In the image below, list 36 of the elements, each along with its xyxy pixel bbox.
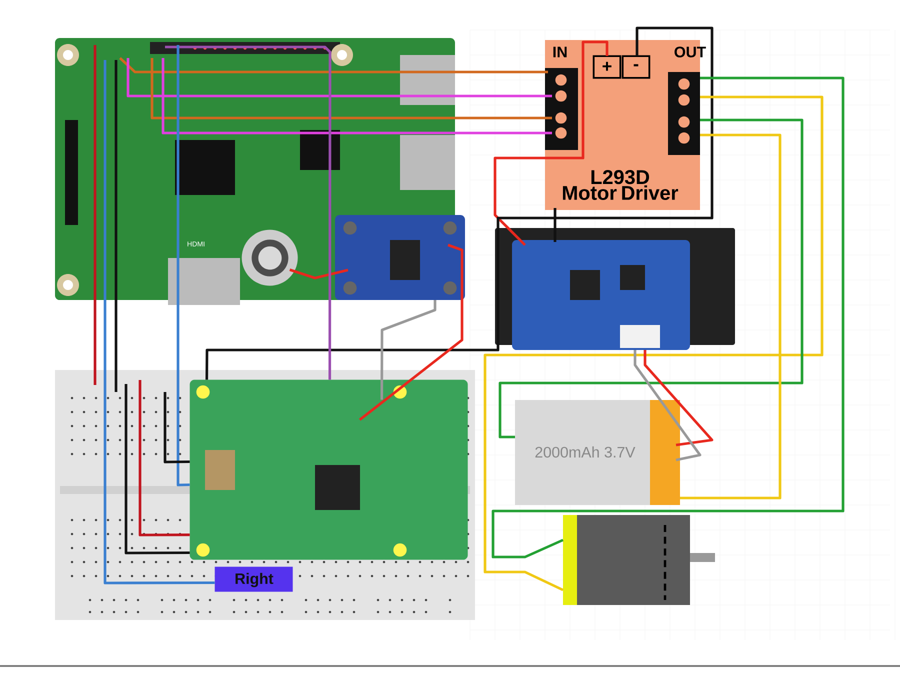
pin-label: OUT — [674, 46, 706, 58]
wire — [634, 350, 702, 462]
module-label: L293D Motor Driver — [562, 170, 678, 200]
wire — [358, 244, 464, 421]
button-label: Right — [236, 572, 274, 588]
wire — [380, 300, 436, 400]
wire — [554, 208, 556, 242]
circuit-board-drawing — [190, 380, 468, 560]
wire — [289, 268, 348, 280]
wire — [492, 76, 844, 558]
speaker-drawing — [242, 230, 298, 286]
pin-label: IN — [553, 46, 567, 58]
wire — [104, 60, 215, 584]
wire — [124, 384, 190, 554]
wire — [176, 45, 190, 486]
wire — [114, 60, 118, 392]
wire — [119, 57, 548, 74]
wire — [150, 58, 552, 120]
motor-drawing — [563, 515, 715, 605]
amplifier-board-drawing — [335, 215, 465, 300]
wire — [164, 392, 190, 464]
wire — [680, 134, 782, 500]
wire — [205, 26, 714, 380]
wire — [484, 96, 824, 592]
terminal-label: - — [622, 55, 650, 79]
terminal-label: + — [592, 55, 622, 79]
wire — [498, 118, 804, 438]
wire — [138, 380, 190, 536]
wire — [494, 40, 608, 246]
wire — [162, 58, 552, 134]
wire — [126, 58, 552, 98]
wire — [644, 350, 714, 446]
wire — [94, 45, 96, 385]
battery-label: 2000mAh 3.7V — [535, 446, 636, 458]
wire — [165, 46, 332, 380]
charger-board-drawing — [512, 240, 690, 350]
